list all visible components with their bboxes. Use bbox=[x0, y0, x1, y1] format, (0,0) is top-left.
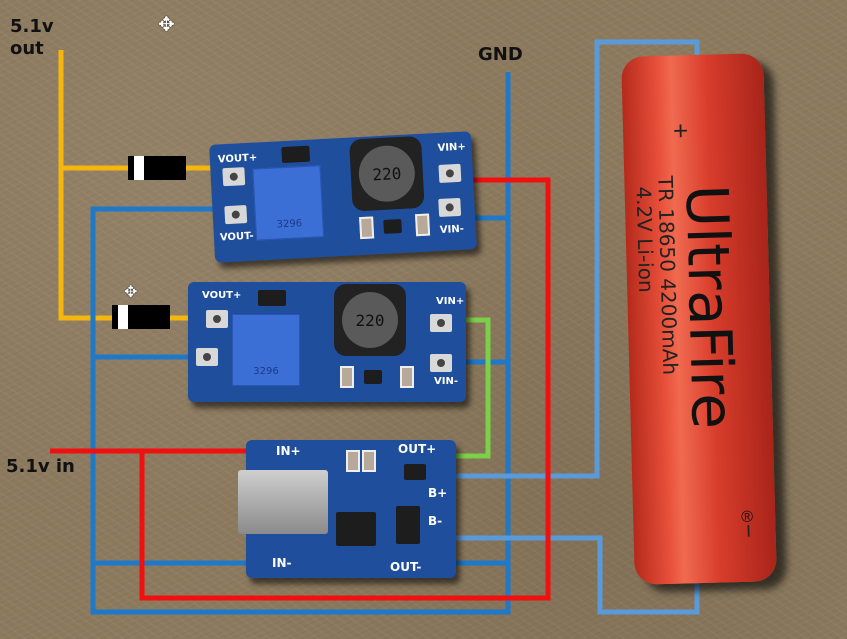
mosfet-chip bbox=[404, 464, 426, 480]
output-label-line2: out bbox=[10, 38, 44, 59]
pad bbox=[438, 163, 462, 183]
input-wire bbox=[50, 177, 551, 601]
ic-chip bbox=[364, 370, 382, 384]
diode-band bbox=[118, 305, 128, 329]
pin-b-plus: B+ bbox=[428, 486, 448, 500]
ic-chip bbox=[383, 218, 402, 234]
pad bbox=[206, 310, 228, 328]
inductor-label: 220 bbox=[342, 292, 398, 348]
battery-spec: 4.2V Li-ion bbox=[631, 186, 659, 293]
capacitor bbox=[400, 366, 414, 388]
diode-chip bbox=[258, 290, 286, 306]
potentiometer[interactable]: 3296 bbox=[232, 314, 300, 386]
battery-spec-line: 4.2V Li-ion bbox=[631, 186, 659, 293]
charger-module: IN+ IN- OUT+ B+ B- OUT- bbox=[238, 440, 456, 578]
pad bbox=[430, 354, 452, 372]
battery-minus-mark: − bbox=[734, 523, 762, 539]
pin-vin-plus: VIN+ bbox=[437, 141, 467, 154]
boost-module-1: VOUT+ VOUT- VIN+ VIN- 3296 220 bbox=[209, 131, 477, 263]
move-cursor-icon: ✥ bbox=[158, 14, 175, 36]
pad bbox=[224, 205, 248, 225]
diode-bottom bbox=[112, 305, 170, 329]
output-label-line1: 5.1v bbox=[10, 16, 54, 37]
pin-in-minus: IN- bbox=[272, 556, 292, 570]
boost-module-2: VOUT+ VIN+ VIN- 3296 220 bbox=[188, 282, 466, 402]
charger-ic bbox=[336, 512, 376, 546]
capacitor bbox=[415, 213, 431, 237]
pin-vout-minus: VOUT- bbox=[219, 230, 254, 244]
pad bbox=[222, 167, 246, 187]
led bbox=[346, 450, 360, 472]
pad bbox=[196, 348, 218, 366]
diode-band bbox=[134, 156, 144, 180]
inductor: 220 bbox=[349, 135, 425, 212]
pin-vout-plus: VOUT+ bbox=[202, 290, 242, 301]
pin-in-plus: IN+ bbox=[276, 444, 301, 458]
gnd-label: GND bbox=[478, 44, 523, 65]
inductor: 220 bbox=[334, 284, 406, 356]
protection-ic bbox=[396, 506, 420, 544]
battery-model-lines: TR 18650 4200mAh bbox=[653, 176, 682, 376]
pad bbox=[430, 314, 452, 332]
led bbox=[362, 450, 376, 472]
move-cursor-icon: ✥ bbox=[124, 284, 138, 301]
pin-vin-minus: VIN- bbox=[439, 223, 465, 236]
potentiometer[interactable]: 3296 bbox=[252, 165, 325, 241]
pin-b-minus: B- bbox=[428, 514, 443, 528]
capacitor bbox=[340, 366, 354, 388]
inductor-label: 220 bbox=[357, 144, 417, 204]
pad bbox=[438, 197, 462, 217]
input-label: 5.1v in bbox=[6, 456, 75, 477]
battery-18650: + UltraFire TR 18650 4200mAh 4.2V Li-ion… bbox=[621, 53, 777, 585]
diode-chip bbox=[281, 145, 311, 164]
usb-port[interactable] bbox=[238, 470, 328, 534]
pin-out-minus: OUT- bbox=[390, 560, 422, 574]
diode-top bbox=[128, 156, 186, 180]
pin-vout-plus: VOUT+ bbox=[217, 152, 258, 166]
pin-vin-minus: VIN- bbox=[434, 376, 458, 387]
battery-plus-mark: + bbox=[672, 115, 689, 146]
battery-brand: UltraFire bbox=[672, 183, 747, 430]
pin-vin-plus: VIN+ bbox=[436, 296, 465, 307]
pin-out-plus: OUT+ bbox=[398, 442, 437, 456]
output-label: 5.1v out bbox=[10, 16, 54, 60]
capacitor bbox=[359, 216, 375, 240]
